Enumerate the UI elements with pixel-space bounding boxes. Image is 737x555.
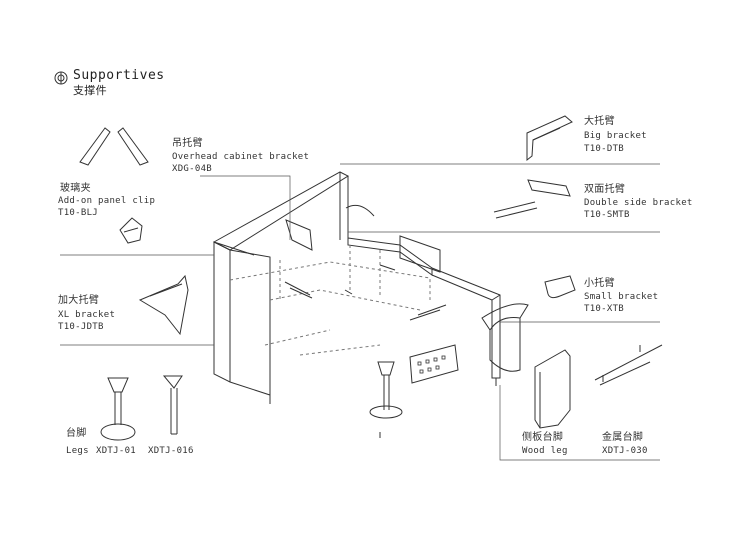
legs-cn: 台脚 — [66, 428, 87, 439]
double-bracket-part — [493, 179, 571, 219]
page-title: Supportives — [73, 68, 165, 83]
double-bracket-cn: 双面托臂 — [584, 184, 626, 195]
wood-leg-cn: 侧板台脚 — [522, 432, 564, 443]
panel-clip-part — [119, 217, 143, 244]
leg-1-part — [100, 377, 136, 441]
metal-leg-cn: 金属台脚 — [602, 432, 644, 443]
wood-leg-part — [534, 349, 571, 429]
small-bracket-cn: 小托臂 — [584, 278, 615, 289]
target-icon — [54, 71, 68, 85]
double-bracket-code: T10-SMTB — [584, 210, 630, 220]
panel-clip-code: T10-BLJ — [58, 208, 99, 218]
xl-bracket-code: T10-JDTB — [58, 322, 104, 332]
overhead-bracket-en: Overhead cabinet bracket — [172, 152, 310, 162]
big-bracket-part — [526, 115, 573, 162]
small-bracket-code: T10-XTB — [584, 304, 625, 314]
small-bracket-part — [544, 275, 576, 299]
double-bracket-en: Double side bracket — [584, 198, 693, 208]
overhead-bracket-parts — [79, 127, 149, 166]
legs-code-1: XDTJ-01 — [96, 446, 137, 456]
overhead-bracket-cn: 吊托臂 — [172, 138, 203, 149]
metal-leg-code: XDTJ-030 — [602, 446, 648, 456]
overhead-bracket-code: XDG-04B — [172, 164, 213, 174]
workstation-panels — [212, 171, 529, 438]
panel-clip-cn: 玻璃夹 — [60, 183, 91, 194]
panel-clip-en: Add-on panel clip — [58, 196, 156, 206]
big-bracket-code: T10-DTB — [584, 144, 625, 154]
small-bracket-en: Small bracket — [584, 292, 659, 302]
xl-bracket-cn: 加大托臂 — [58, 295, 100, 306]
metal-leg-part — [594, 344, 663, 386]
legs-code-2: XDTJ-016 — [148, 446, 194, 456]
wood-leg-en: Wood leg — [522, 446, 568, 456]
xl-bracket-en: XL bracket — [58, 310, 116, 320]
leg-2-part — [162, 375, 183, 435]
big-bracket-en: Big bracket — [584, 131, 647, 141]
page-subtitle: 支撑件 — [73, 84, 107, 97]
legs-en: Legs — [66, 446, 89, 456]
big-bracket-cn: 大托臂 — [584, 116, 615, 127]
xl-bracket-part — [138, 274, 189, 336]
